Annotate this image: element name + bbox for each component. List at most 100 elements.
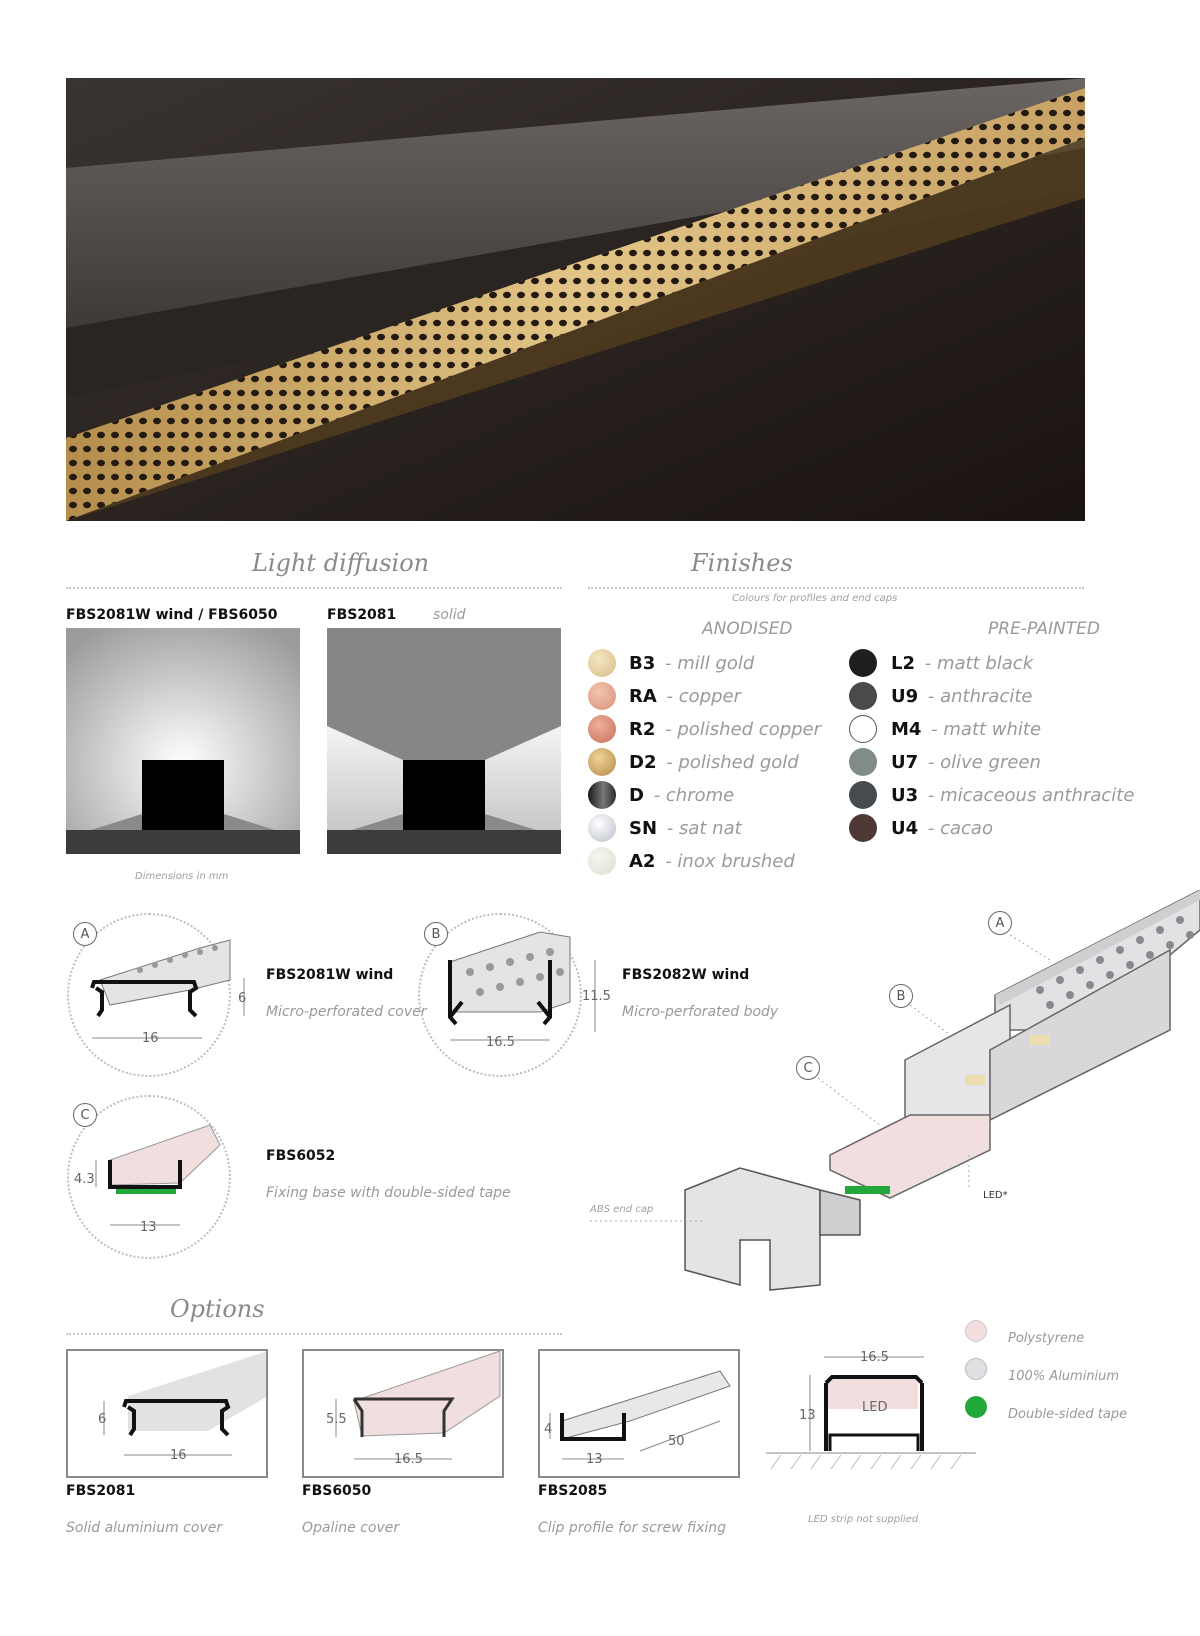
finish-b3: B3 - mill gold (629, 652, 755, 674)
component-c-code: FBS6052 (266, 1148, 336, 1164)
component-c-detail (67, 1095, 231, 1259)
swatch-u3 (849, 781, 877, 809)
component-b-drawing: 16.5 11.5 (448, 931, 611, 1050)
finish-r2: R2 - polished copper (629, 718, 822, 740)
component-a-detail (67, 913, 231, 1077)
legend-tape-swatch (965, 1396, 987, 1418)
swatch-b3 (588, 649, 616, 677)
assembly-badge-b: B (889, 984, 913, 1008)
assembly-badge-a: A (988, 911, 1012, 935)
diffusion-right-label: FBS2081 (327, 607, 397, 623)
component-b-detail (418, 913, 582, 1077)
section-led: LED (862, 1400, 887, 1415)
profile-section-drawing: 16.5 13 LED (766, 1350, 976, 1470)
option-fbs2085-code: FBS2085 (538, 1483, 608, 1499)
led-chip (1030, 1035, 1050, 1045)
option-fbs2081-desc: Solid aluminium cover (66, 1520, 223, 1536)
component-a-drawing: 16 6 (90, 939, 246, 1046)
option-fbs2085-height: 4 (544, 1422, 552, 1437)
option-fbs6050-width: 16.5 (394, 1452, 423, 1467)
legend-polystyrene-swatch (965, 1320, 987, 1342)
option-fbs6050-height: 5.5 (326, 1412, 347, 1427)
swatch-d2 (588, 748, 616, 776)
diffusion-left-label: FBS2081W wind / FBS6050 (66, 607, 278, 623)
option-fbs2085-drawing: 4 13 50 (538, 1349, 740, 1478)
option-fbs6050-code: FBS6050 (302, 1483, 372, 1499)
finishes-title: Finishes (691, 549, 793, 577)
tape-strip (116, 1189, 176, 1194)
component-a-desc: Micro-perforated cover (266, 1004, 427, 1020)
component-b-desc: Micro-perforated body (622, 1004, 779, 1020)
component-c-drawing: 13 4.3 (74, 1124, 221, 1235)
swatch-a2 (588, 847, 616, 875)
option-fbs2081-height: 6 (98, 1412, 106, 1427)
swatch-u4 (849, 814, 877, 842)
finish-d: D - chrome (629, 784, 735, 806)
finish-a2: A2 - inox brushed (629, 850, 795, 872)
option-fbs2081-drawing: 6 16 (66, 1349, 268, 1478)
diffusion-right-tag: solid (433, 607, 466, 623)
component-a-code: FBS2081W wind (266, 967, 394, 983)
option-fbs6050-drawing: 5.5 16.5 (302, 1349, 504, 1478)
option-fbs2085-desc: Clip profile for screw fixing (538, 1520, 727, 1536)
assembly-tape (845, 1186, 890, 1194)
option-fbs2085-width: 13 (586, 1452, 603, 1467)
component-a-width: 16 (142, 1031, 159, 1046)
swatch-ra (588, 682, 616, 710)
swatch-r2 (588, 715, 616, 743)
component-c-badge: C (73, 1103, 97, 1127)
led-label: LED* (983, 1190, 1008, 1201)
component-a-height: 6 (238, 991, 246, 1006)
option-fbs2081-code: FBS2081 (66, 1483, 136, 1499)
hero-photo-graphic (66, 78, 1085, 521)
finish-d2: D2 - polished gold (629, 751, 799, 773)
swatch-sn (588, 814, 616, 842)
component-c-width: 13 (140, 1220, 157, 1235)
options-divider (66, 1333, 562, 1335)
assembly-exploded-view (590, 890, 1200, 1291)
diffusion-solid-render (327, 628, 561, 854)
legend-aluminium-swatch (965, 1358, 987, 1380)
option-fbs2081-width: 16 (170, 1448, 187, 1463)
options-title: Options (170, 1295, 265, 1323)
component-b-height: 11.5 (582, 989, 611, 1004)
swatch-u7 (849, 748, 877, 776)
dimensions-note: Dimensions in mm (135, 871, 229, 882)
option-fbs6050-desc: Opaline cover (302, 1520, 400, 1536)
swatch-u9 (849, 682, 877, 710)
led-strip-note: LED strip not supplied (808, 1514, 919, 1525)
component-c-height: 4.3 (74, 1172, 95, 1187)
hero-photo (66, 78, 1085, 521)
prepainted-heading: PRE-PAINTED (988, 619, 1100, 639)
legend-tape: Double-sided tape (1008, 1407, 1128, 1422)
end-cap-label: ABS end cap (590, 1204, 654, 1215)
anodised-heading: ANODISED (702, 619, 793, 639)
component-b-badge: B (424, 922, 448, 946)
section-width: 16.5 (860, 1350, 889, 1365)
finish-u4: U4 - cacao (891, 817, 993, 839)
finishes-divider (588, 587, 1084, 589)
light-diffusion-divider (66, 587, 562, 589)
finish-l2: L2 - matt black (891, 652, 1034, 674)
component-c-desc: Fixing base with double-sided tape (266, 1185, 511, 1201)
light-diffusion-title: Light diffusion (252, 549, 430, 577)
led-chip (965, 1075, 985, 1085)
finish-u9: U9 - anthracite (891, 685, 1033, 707)
legend-aluminium: 100% Aluminium (1008, 1369, 1120, 1384)
option-fbs2085-length: 50 (668, 1434, 685, 1449)
assembly-badge-c: C (796, 1056, 820, 1080)
component-b-width: 16.5 (486, 1035, 515, 1050)
finish-sn: SN - sat nat (629, 817, 742, 839)
finish-m4: M4 - matt white (891, 718, 1042, 740)
component-b-code: FBS2082W wind (622, 967, 750, 983)
finish-ra: RA - copper (629, 685, 741, 707)
swatch-l2 (849, 649, 877, 677)
component-a-badge: A (73, 922, 97, 946)
finish-u3: U3 - micaceous anthracite (891, 784, 1135, 806)
section-height: 13 (799, 1408, 816, 1423)
swatch-d (588, 781, 616, 809)
swatch-m4 (849, 715, 877, 743)
legend-polystyrene: Polystyrene (1008, 1331, 1085, 1346)
finishes-subtitle: Colours for profiles and end caps (732, 593, 898, 604)
diffusion-wind-render (66, 628, 300, 854)
